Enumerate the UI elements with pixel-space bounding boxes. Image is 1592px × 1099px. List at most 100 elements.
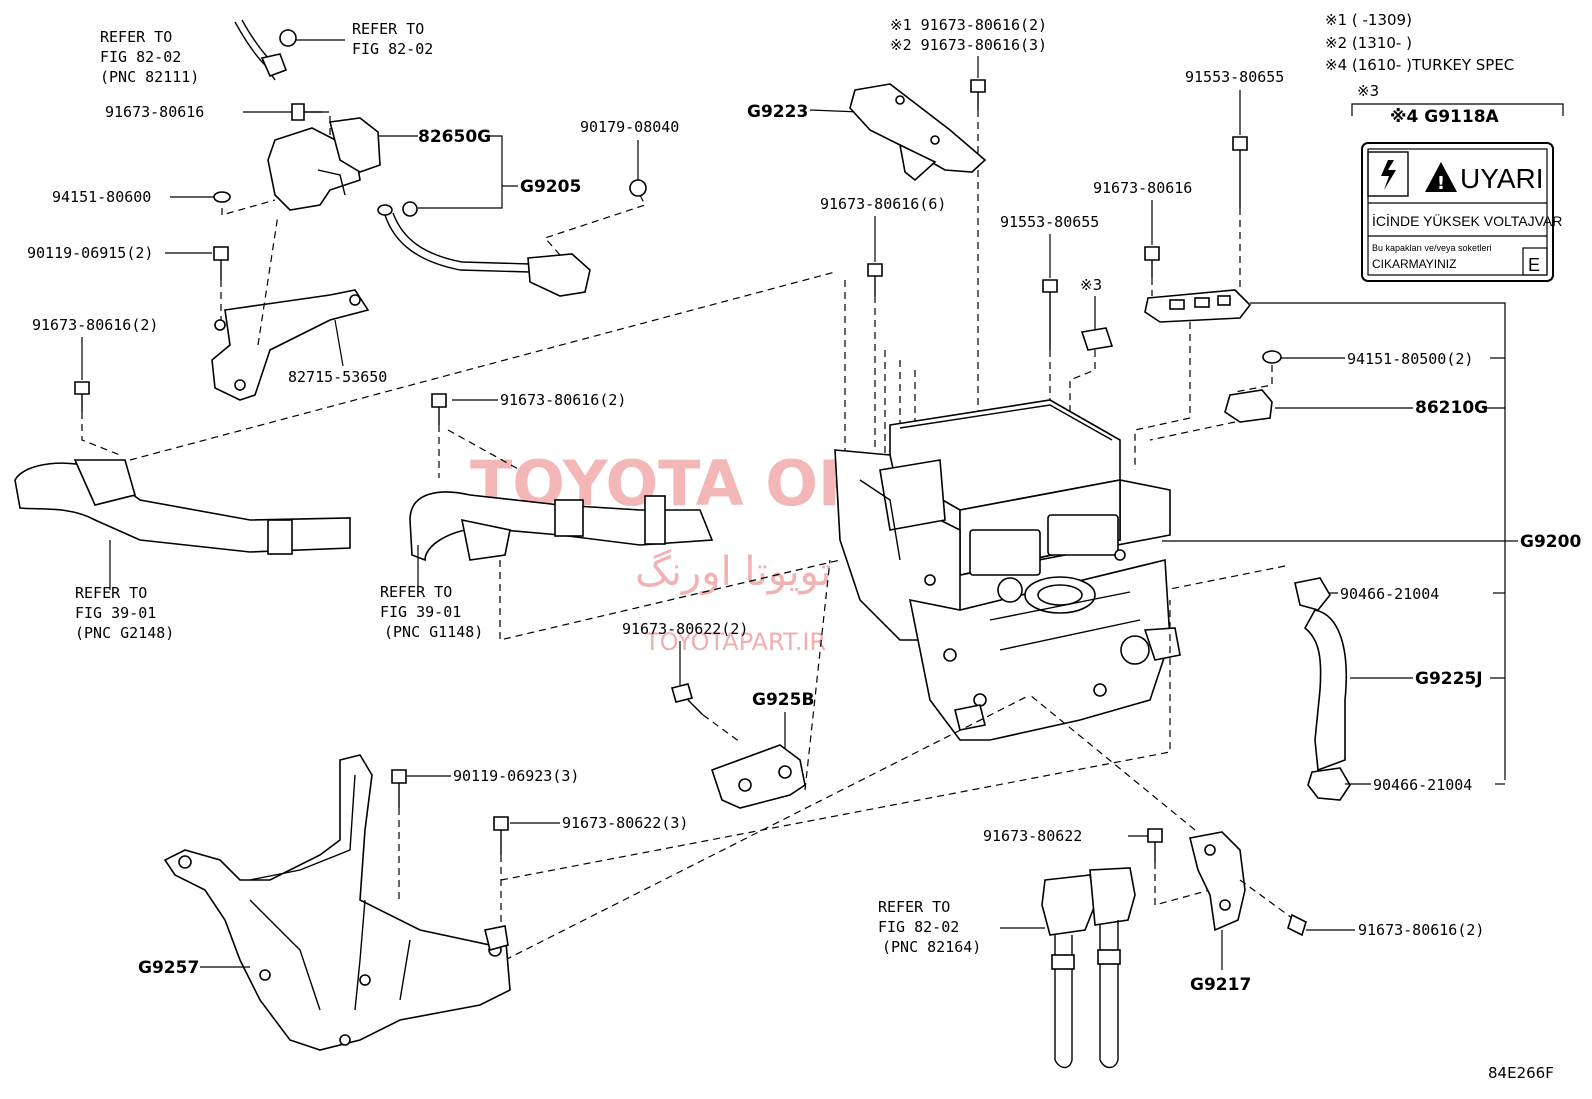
- warning-triangle-icon: [1425, 162, 1457, 192]
- svg-text:FIG 82-02: FIG 82-02: [352, 40, 433, 58]
- part-g9217[interactable]: G9217: [1190, 975, 1251, 995]
- svg-text:FIG 39-01: FIG 39-01: [75, 604, 156, 622]
- part-91673-80622[interactable]: 91673-80622: [983, 827, 1082, 845]
- bolt-icon: [74, 381, 90, 395]
- nut-icon: [1262, 350, 1282, 364]
- svg-text:FIG 82-02: FIG 82-02: [100, 48, 181, 66]
- part-91673-80616-2-left[interactable]: 91673-80616(2): [32, 316, 158, 334]
- hose-g9225j: [1303, 609, 1348, 772]
- figure-code: 84E266F: [1488, 1064, 1554, 1082]
- part-note-1-bolt[interactable]: ※1 91673-80616(2): [890, 16, 1047, 34]
- high-voltage-icon: [1381, 160, 1396, 190]
- part-note-3-label[interactable]: ※3: [1080, 276, 1102, 294]
- warning-label-plate: ! UYARI İCİNDE YÜKSEK VOLTAJVAR Bu kapak…: [1361, 142, 1562, 282]
- reference-note-2: REFER TO FIG 82-02: [352, 20, 433, 58]
- part-90119-06915[interactable]: 90119-06915(2): [27, 244, 153, 262]
- cover-plate-g9223: [849, 83, 987, 173]
- reference-note-3: REFER TO FIG 39-01 (PNC G2148): [75, 584, 174, 642]
- bolt-icon: [1232, 136, 1248, 151]
- reference-note-5: REFER TO FIG 82-02 (PNC 82164): [878, 898, 981, 956]
- legend-note-2: ※2 (1310- ): [1325, 34, 1412, 52]
- part-91673-80616[interactable]: 91673-80616: [105, 103, 204, 121]
- svg-text:FIG 82-02: FIG 82-02: [878, 918, 959, 936]
- hose-clamp-top: [1294, 577, 1331, 611]
- part-90179-08040[interactable]: 90179-08040: [580, 118, 679, 136]
- plate-code-label: ※4 G9118A: [1390, 107, 1500, 127]
- part-91673-80616-2-bottom[interactable]: 91673-80616(2): [1358, 921, 1484, 939]
- part-note-2-bolt[interactable]: ※2 91673-80616(3): [890, 36, 1047, 54]
- part-91673-80622-3[interactable]: 91673-80622(3): [562, 814, 688, 832]
- hose-clamp-bottom: [1307, 767, 1351, 801]
- part-91673-80622-2[interactable]: 91673-80622(2): [622, 620, 748, 638]
- bracket-82715: [211, 289, 370, 401]
- ground-connector: [527, 253, 591, 297]
- part-91673-80616-6[interactable]: 91673-80616(6): [820, 195, 946, 213]
- svg-text:REFER TO: REFER TO: [878, 898, 950, 916]
- ground-cable: [384, 214, 531, 273]
- cable-clamp: [260, 53, 288, 78]
- part-91553-80655-right[interactable]: 91553-80655: [1185, 68, 1284, 86]
- legend-note-3: ※3: [1357, 82, 1379, 100]
- part-g9223[interactable]: G9223: [747, 102, 808, 122]
- label-square: [1080, 327, 1114, 351]
- nut-icon: [629, 179, 647, 197]
- bolt-icon: [213, 246, 229, 261]
- part-82650g[interactable]: 82650G: [418, 127, 491, 147]
- svg-text:!: !: [1437, 173, 1445, 194]
- part-g9225j[interactable]: G9225J: [1415, 669, 1483, 689]
- bolt-icon: [867, 263, 883, 277]
- svg-text:REFER TO: REFER TO: [352, 20, 424, 38]
- svg-text:(PNC 82164): (PNC 82164): [882, 938, 981, 956]
- bolt-icon: [671, 683, 693, 703]
- part-90466-21004-top[interactable]: 90466-21004: [1340, 585, 1439, 603]
- hose-left: [14, 462, 351, 553]
- bolt-icon: [1287, 913, 1307, 937]
- plate-line-1: İCİNDE YÜKSEK VOLTAJVAR: [1372, 212, 1562, 229]
- plate-line-2: Bu kapakları ve/veya soketleri: [1372, 243, 1492, 253]
- frame-g9257: [163, 754, 511, 1051]
- part-86210g[interactable]: 86210G: [1415, 398, 1488, 418]
- svg-text:REFER TO: REFER TO: [100, 28, 172, 46]
- part-94151-80500[interactable]: 94151-80500(2): [1347, 350, 1473, 368]
- bolt-icon: [1144, 246, 1160, 261]
- part-90119-06923[interactable]: 90119-06923(3): [453, 767, 579, 785]
- svg-text:FIG 39-01: FIG 39-01: [380, 603, 461, 621]
- plate-corner-letter: E: [1528, 255, 1540, 275]
- svg-text:REFER TO: REFER TO: [380, 583, 452, 601]
- part-91673-80616-right[interactable]: 91673-80616: [1093, 179, 1192, 197]
- part-g9257[interactable]: G9257: [138, 958, 199, 978]
- bolt-icon: [970, 79, 986, 93]
- reference-note-4: REFER TO FIG 39-01 (PNC G1148): [380, 583, 483, 641]
- bolt-icon: [493, 816, 509, 831]
- watermark-site: TOYOTAPART.IR: [644, 628, 826, 656]
- bolt-icon: [1147, 828, 1163, 843]
- part-g925b[interactable]: G925B: [752, 690, 814, 710]
- legend-note-1: ※1 ( -1309): [1325, 11, 1412, 29]
- svg-text:(PNC 82111): (PNC 82111): [100, 68, 199, 86]
- svg-text:(PNC G1148): (PNC G1148): [384, 623, 483, 641]
- part-91673-80616-2-mid[interactable]: 91673-80616(2): [500, 391, 626, 409]
- grommet-icon: [402, 201, 418, 217]
- bolt-icon: [291, 103, 305, 121]
- plate-title: UYARI: [1460, 163, 1544, 194]
- inverter-assembly-g9200: [834, 399, 1181, 741]
- bolt-icon: [279, 29, 297, 47]
- part-g9200[interactable]: G9200: [1520, 532, 1581, 552]
- plate-bracket: [1351, 103, 1564, 116]
- legend-note-4: ※4 (1610- )TURKEY SPEC: [1325, 56, 1514, 74]
- reference-note-1: REFER TO FIG 82-02 (PNC 82111): [100, 28, 199, 86]
- svg-text:REFER TO: REFER TO: [75, 584, 147, 602]
- nut-icon: [213, 191, 231, 203]
- connector-harness-82164: [1041, 867, 1136, 1069]
- bracket-g925b: [710, 744, 806, 809]
- part-94151-80600[interactable]: 94151-80600: [52, 188, 151, 206]
- part-90466-21004-bottom[interactable]: 90466-21004: [1373, 776, 1472, 794]
- part-g9205[interactable]: G9205: [520, 177, 581, 197]
- plate-line-3: CIKARMAYINIZ: [1372, 257, 1456, 271]
- bolt-icon: [1042, 279, 1058, 293]
- connector-86210g: [1224, 389, 1273, 423]
- part-82715-53650[interactable]: 82715-53650: [288, 368, 387, 386]
- bolt-icon: [391, 769, 407, 784]
- part-91553-80655-center[interactable]: 91553-80655: [1000, 213, 1099, 231]
